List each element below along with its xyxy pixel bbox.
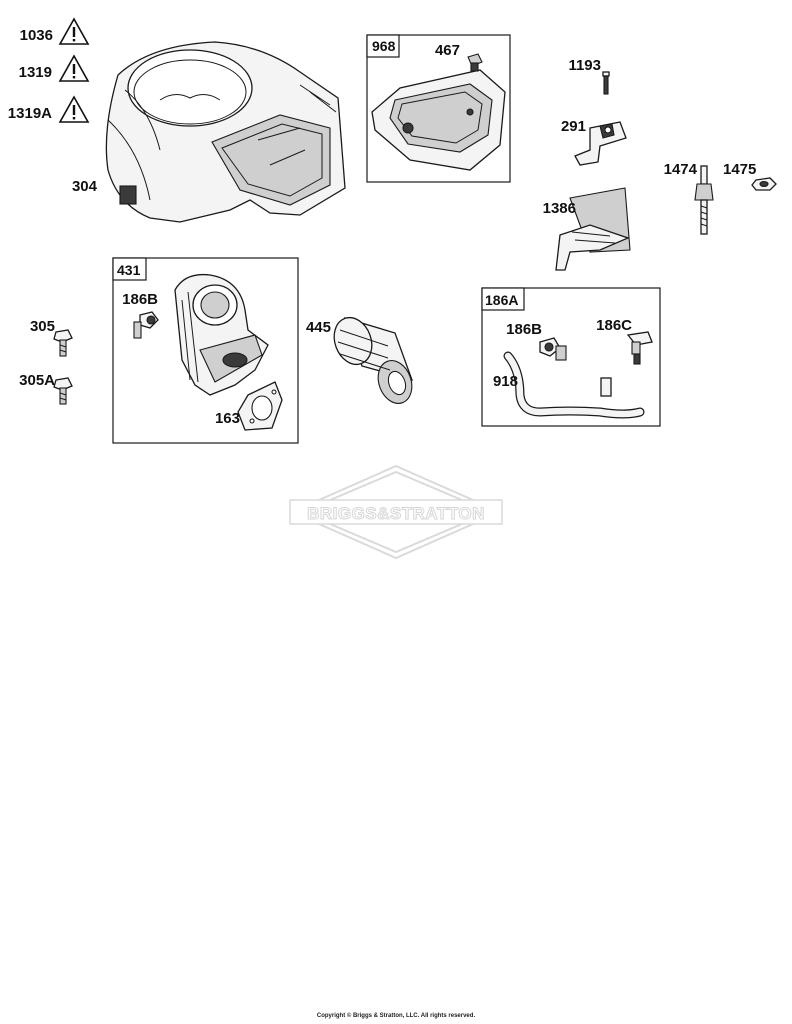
nut-1475 xyxy=(751,177,777,191)
clamp-918 xyxy=(600,377,612,397)
label-918: 918 xyxy=(493,373,518,390)
label-291: 291 xyxy=(561,118,586,135)
label-186c: 186C xyxy=(596,317,632,334)
group-box-968 xyxy=(366,34,511,183)
group-box-431 xyxy=(112,257,299,444)
label-431: 431 xyxy=(117,262,141,278)
label-1193: 1193 xyxy=(568,57,601,74)
copyright-notice: Copyright © Briggs & Stratton, LLC. All … xyxy=(316,1013,476,1019)
bolt-1193 xyxy=(602,71,610,95)
bracket-291 xyxy=(574,121,627,166)
hose-918 xyxy=(503,351,645,419)
air-cleaner-base-431 xyxy=(174,273,269,396)
label-186b-left: 186B xyxy=(122,291,158,308)
screw-186b-right xyxy=(539,337,567,361)
label-305a: 305A xyxy=(19,372,55,389)
blower-housing-304 xyxy=(105,41,346,223)
label-467: 467 xyxy=(435,42,460,59)
label-445: 445 xyxy=(306,319,331,336)
cover-968 xyxy=(371,69,506,171)
gasket-163 xyxy=(237,381,283,431)
fastener-467 xyxy=(467,53,483,72)
label-186b-right: 186B xyxy=(506,321,542,338)
screw-186b-left xyxy=(133,311,159,339)
screw-305a xyxy=(53,377,73,405)
watermark-text: BRIGGS&STRATTON xyxy=(307,504,485,523)
label-1319: 1319 xyxy=(19,64,52,81)
label-968: 968 xyxy=(372,38,396,54)
screw-305 xyxy=(53,329,73,357)
brand-watermark-logo: BRIGGS&STRATTON xyxy=(289,464,503,560)
label-1475: 1475 xyxy=(723,161,756,178)
label-1474: 1474 xyxy=(664,161,698,178)
label-1319a: 1319A xyxy=(8,105,52,122)
label-305: 305 xyxy=(30,318,55,335)
label-304: 304 xyxy=(72,178,98,195)
shield-1386 xyxy=(555,187,631,271)
air-filter-445 xyxy=(333,316,414,404)
warning-icon-1036 xyxy=(58,17,90,45)
group-box-186a xyxy=(481,287,661,427)
label-163: 163 xyxy=(215,410,240,427)
fitting-186c xyxy=(626,331,653,365)
warning-icon-1319a xyxy=(58,95,90,123)
label-1386: 1386 xyxy=(543,200,576,217)
label-186a: 186A xyxy=(485,292,518,308)
warning-icon-1319 xyxy=(58,54,90,82)
label-1036: 1036 xyxy=(20,27,53,44)
stud-1474 xyxy=(694,165,714,235)
